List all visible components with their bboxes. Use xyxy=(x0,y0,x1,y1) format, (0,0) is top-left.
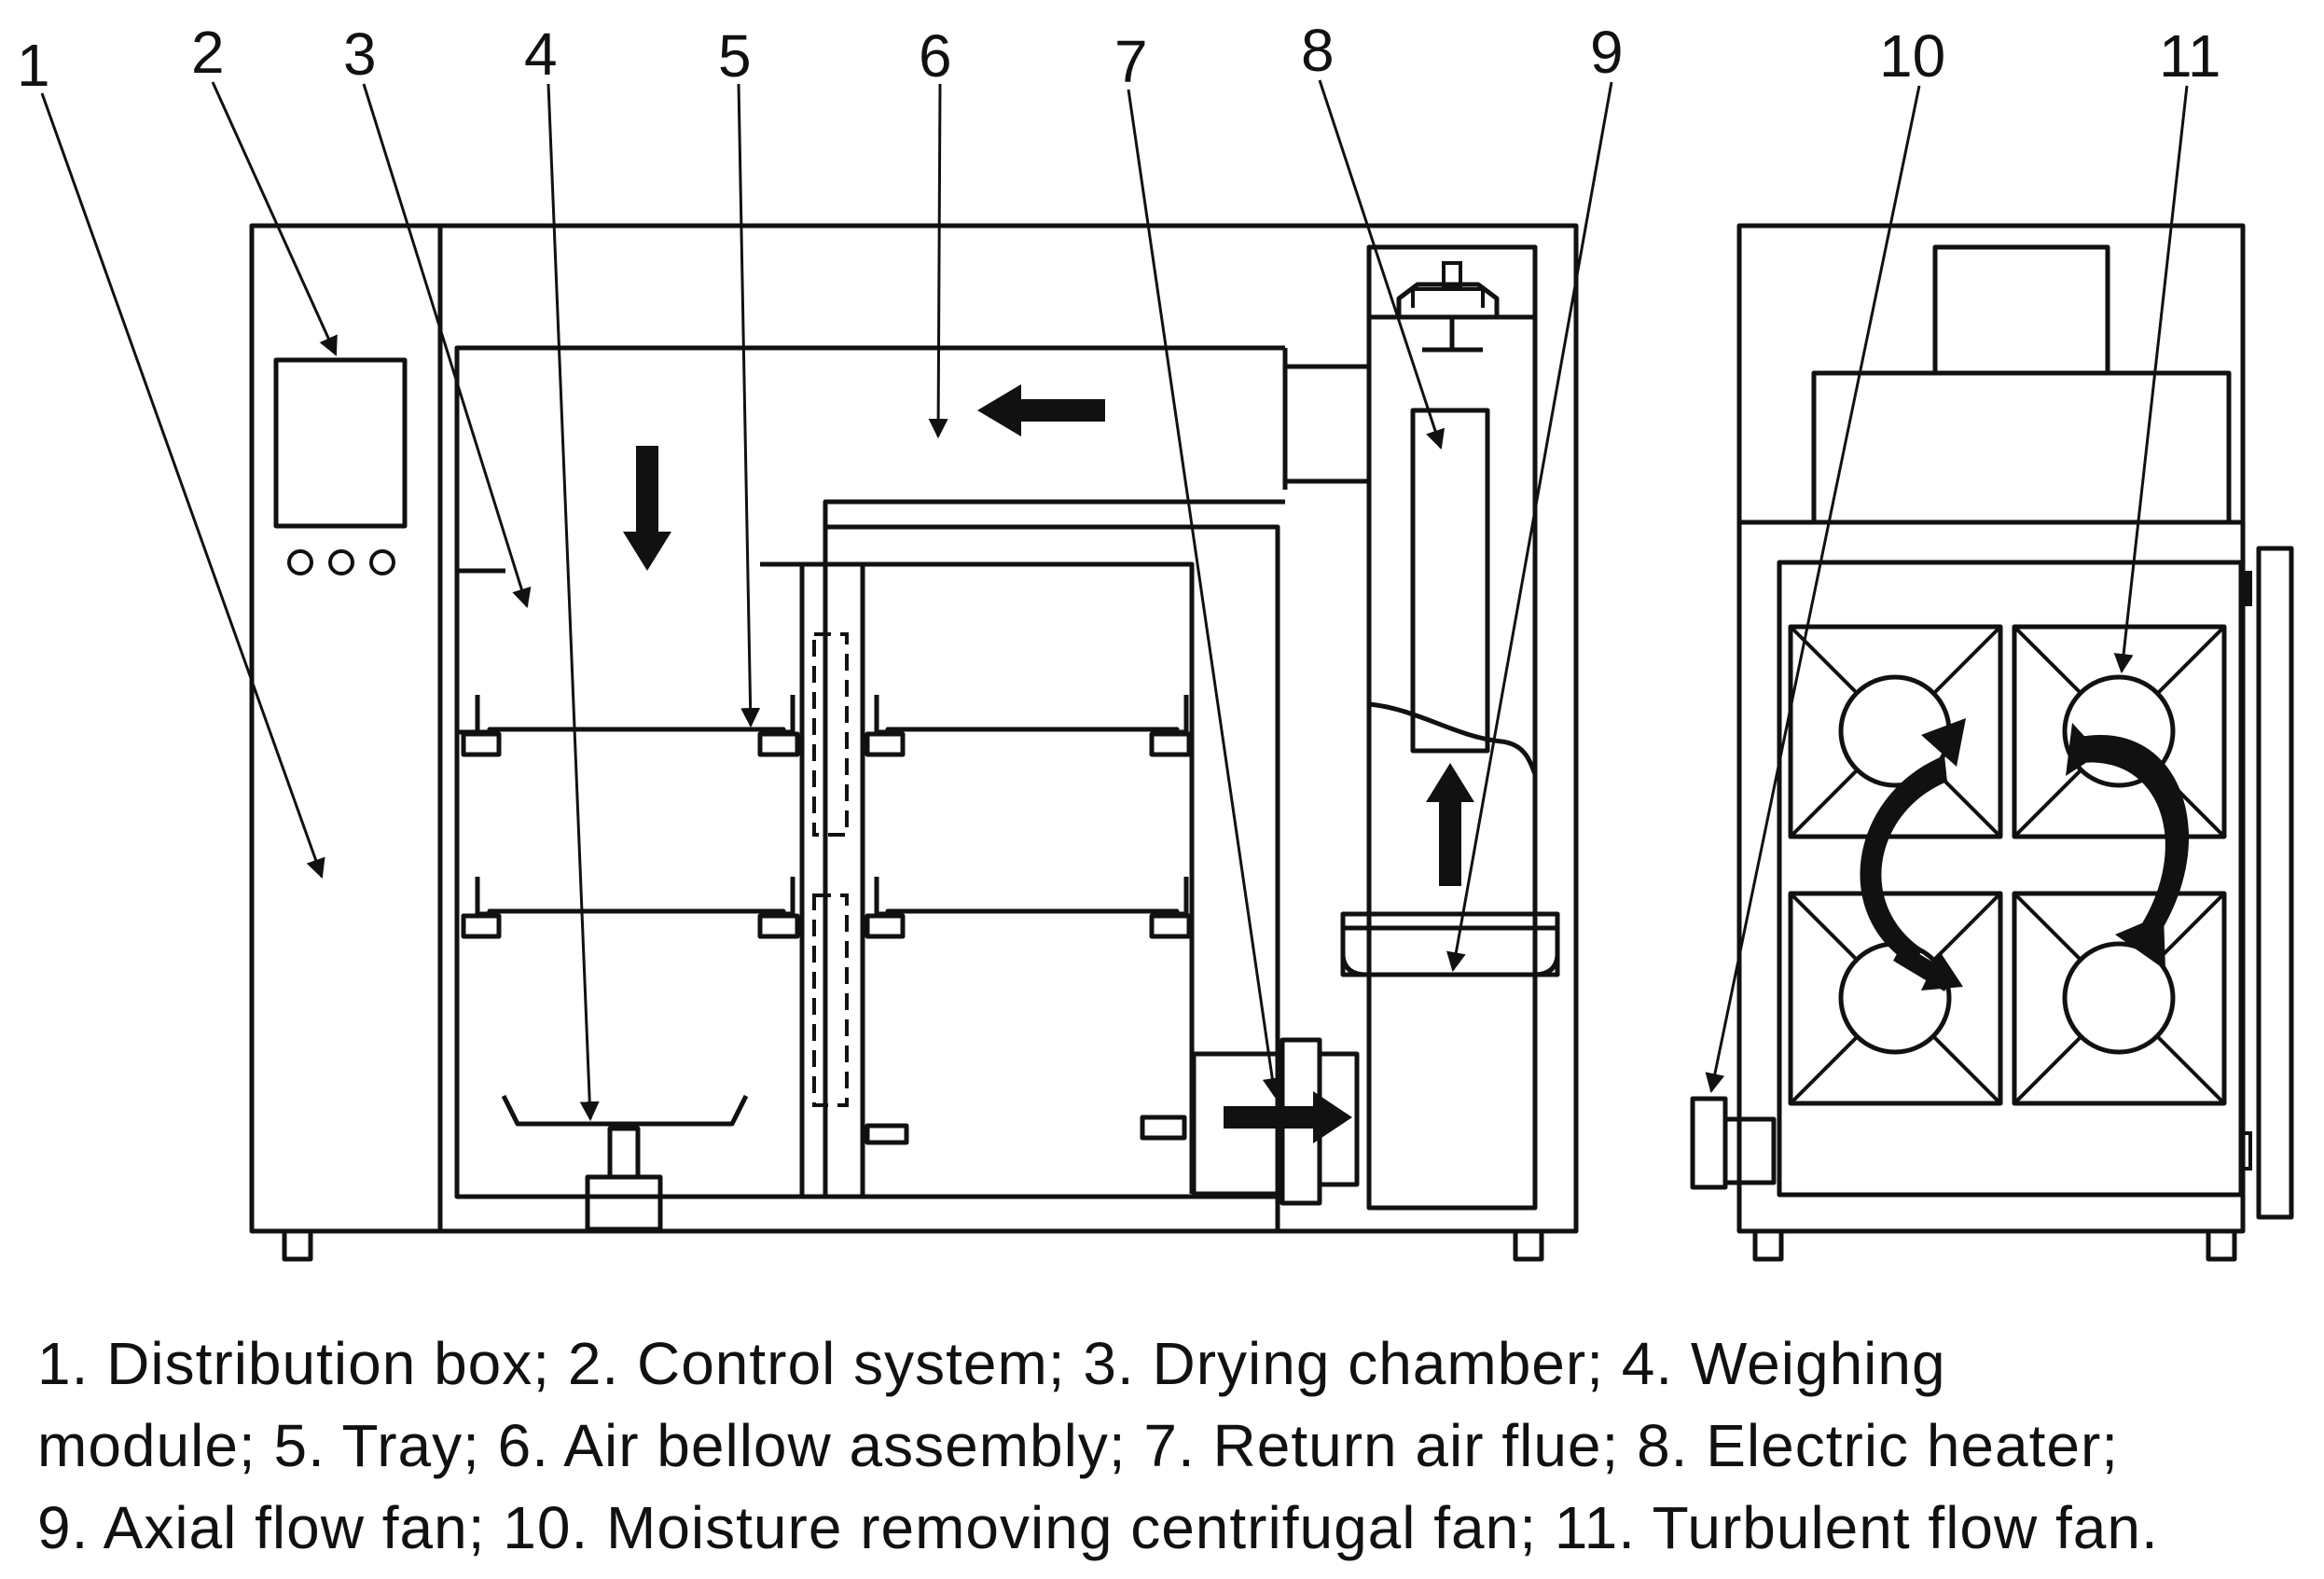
centrifugal-fan xyxy=(1690,1096,1728,1190)
tray xyxy=(865,877,1192,939)
heating-element-dashed xyxy=(812,893,849,1107)
foot-left xyxy=(282,1228,313,1262)
caption-line: 1. Distribution box; 2. Control system; … xyxy=(37,1330,1946,1397)
turbulent-flow-fan xyxy=(2012,624,2227,839)
airflow-arrows xyxy=(623,384,1474,1143)
label-3: 3 xyxy=(343,21,377,88)
air-bellow-duct xyxy=(823,499,1285,1197)
label-4: 4 xyxy=(524,21,558,88)
door-hinge-panel xyxy=(2256,546,2294,1220)
weighing-module xyxy=(501,1094,749,1232)
foot-right xyxy=(1513,1228,1544,1262)
axial-flow-fan xyxy=(1340,911,1560,977)
leader-numbers: 1 2 3 4 5 6 7 8 9 10 11 xyxy=(17,17,2220,99)
electric-heater xyxy=(1410,408,1490,754)
tray xyxy=(461,877,800,939)
label-6: 6 xyxy=(919,22,952,90)
heating-element-dashed xyxy=(812,632,849,837)
tray xyxy=(865,695,1192,757)
label-8: 8 xyxy=(1301,17,1335,84)
label-5: 5 xyxy=(718,22,752,90)
heater-column xyxy=(1366,244,1538,1211)
label-11: 11 xyxy=(2159,22,2220,90)
side-door xyxy=(1777,560,2244,1198)
caption-line: module; 5. Tray; 6. Air bellow assembly;… xyxy=(37,1412,2120,1479)
front-view xyxy=(249,223,1579,1262)
label-1: 1 xyxy=(17,32,50,99)
label-2: 2 xyxy=(191,19,225,86)
control-screen xyxy=(273,357,408,529)
label-9: 9 xyxy=(1590,19,1624,86)
control-knob xyxy=(287,549,313,575)
caption-line: 9. Axial flow fan; 10. Moisture removing… xyxy=(37,1494,2159,1561)
label-10: 10 xyxy=(1879,22,1945,90)
label-7: 7 xyxy=(1114,28,1148,95)
leader-lines xyxy=(40,79,2189,1122)
side-view xyxy=(1690,223,2294,1262)
turbulent-flow-fan xyxy=(2012,891,2227,1106)
figure-caption: 1. Distribution box; 2. Control system; … xyxy=(37,1323,2313,1569)
control-knob xyxy=(328,549,354,575)
tray xyxy=(457,695,800,757)
control-knob xyxy=(369,549,395,575)
swirl-arrows xyxy=(1860,718,2190,991)
drying-chamber-wall xyxy=(454,345,1285,1199)
